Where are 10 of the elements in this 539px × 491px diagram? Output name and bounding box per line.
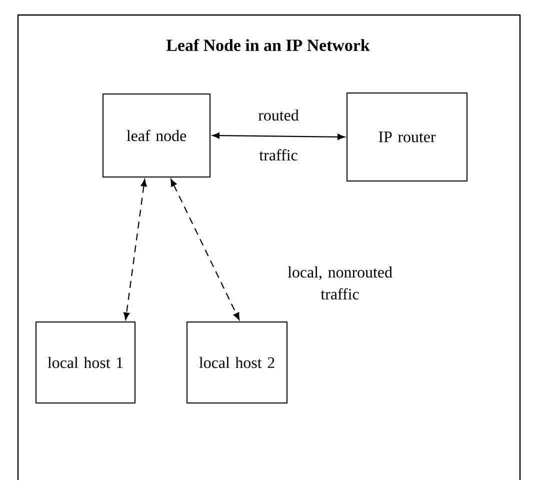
arrow: [170, 178, 240, 320]
node-box: local host 2: [186, 321, 288, 404]
note: local, nonrouted traffic: [288, 266, 392, 300]
arrow: [212, 132, 345, 140]
node-box: local host 1: [36, 321, 136, 404]
node-box: IP router: [346, 92, 468, 182]
node-box: leaf node: [102, 93, 210, 178]
edge-label: routed traffic: [258, 109, 299, 161]
arrow: [124, 179, 147, 320]
title: Leaf Node in an IP Network: [166, 38, 370, 52]
